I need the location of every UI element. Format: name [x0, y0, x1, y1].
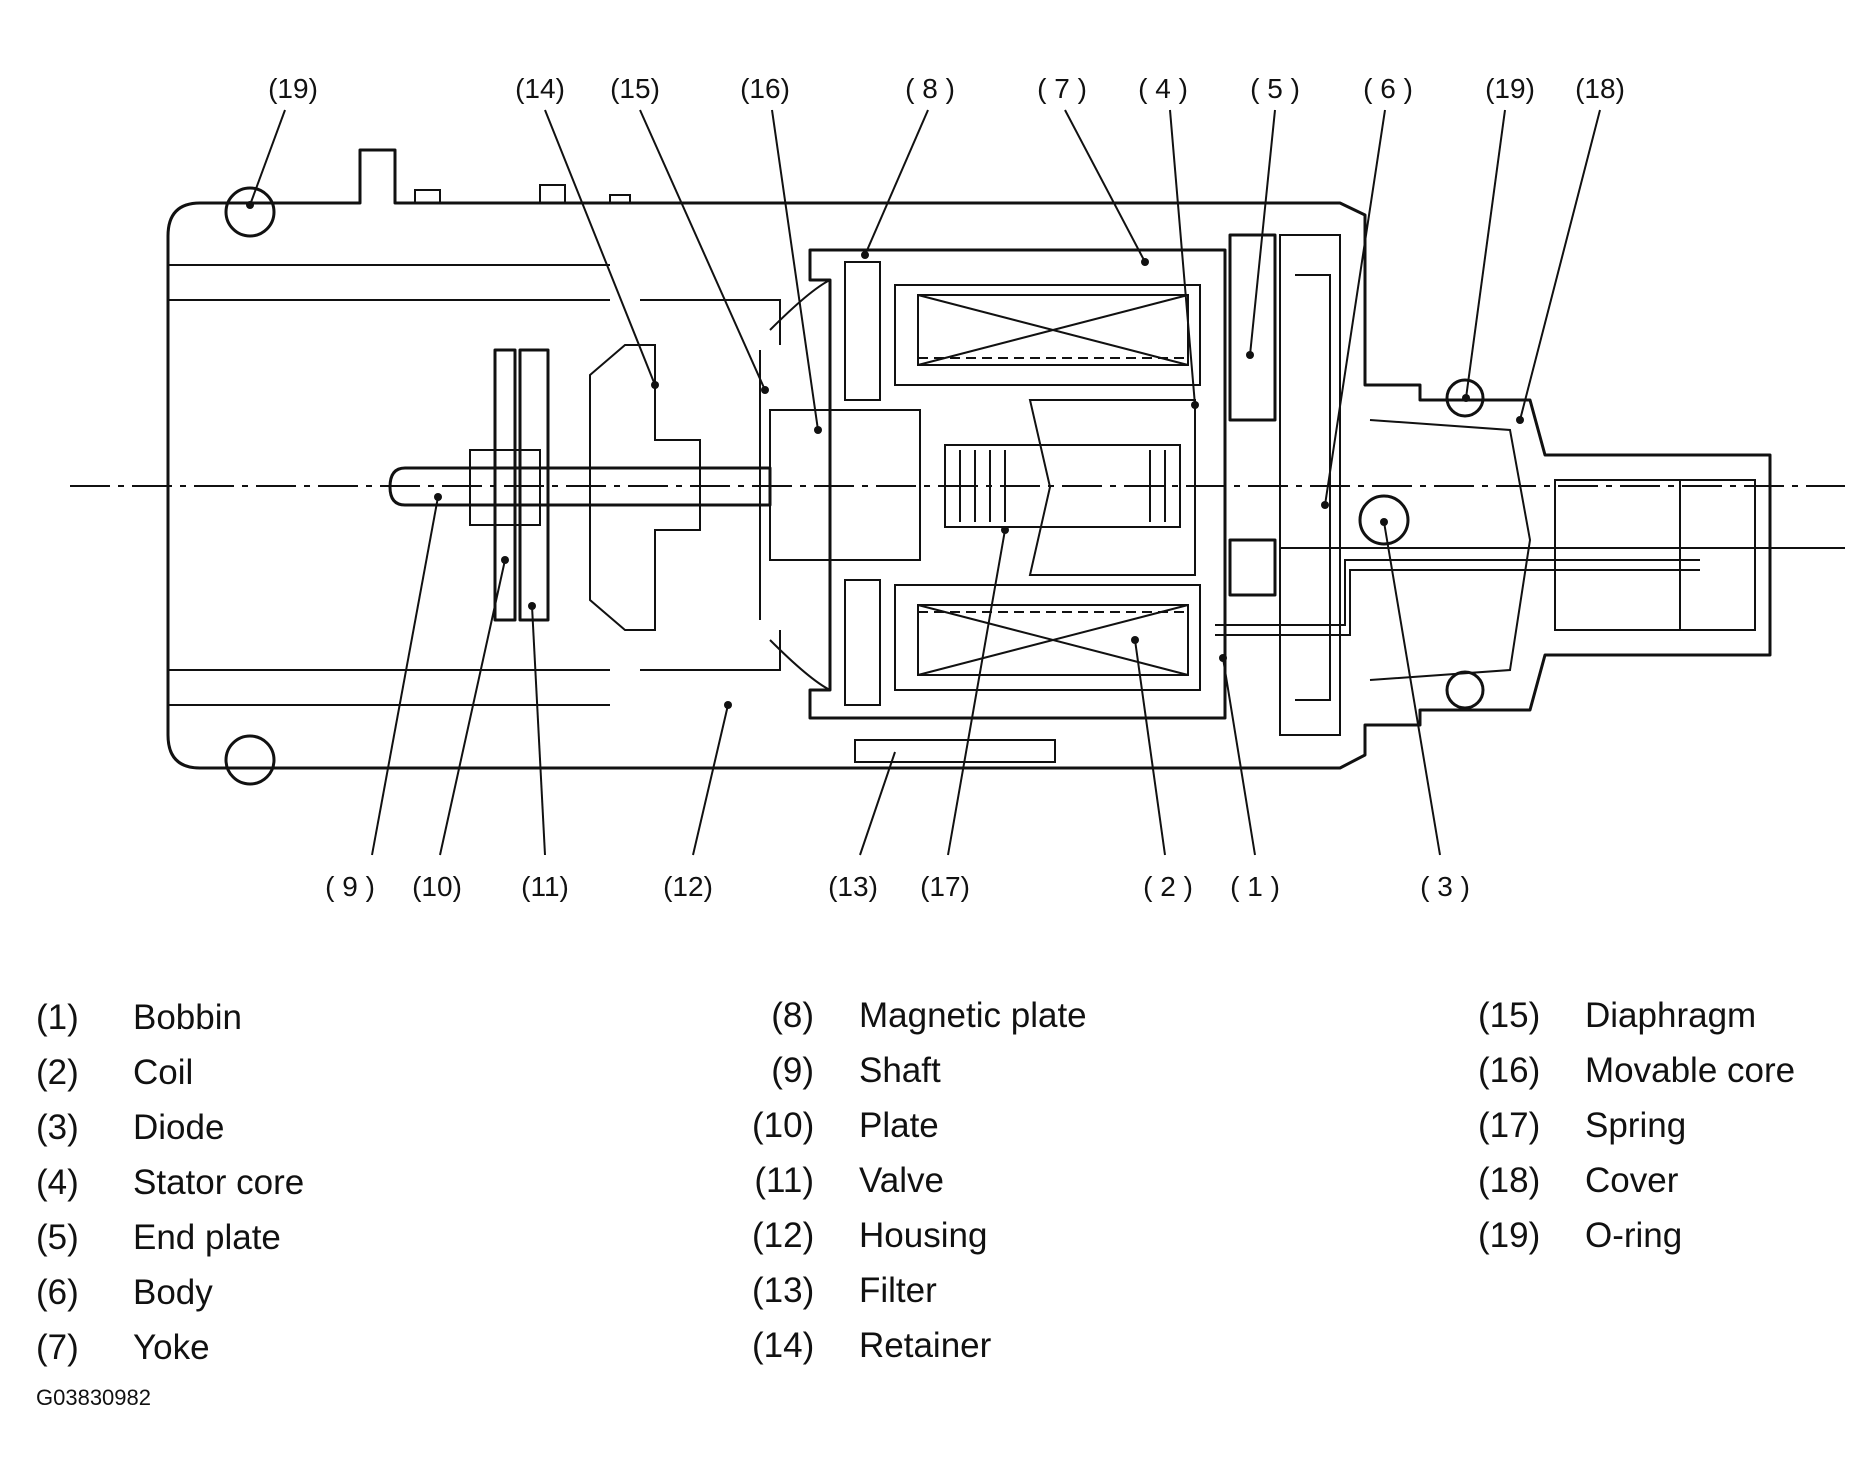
legend-number: (7)	[36, 1328, 79, 1367]
legend-number: (9)	[771, 1051, 814, 1090]
callout-14: (14)	[515, 73, 565, 104]
legend-label: Magnetic plate	[859, 996, 1087, 1035]
o-ring-bottom-left	[224, 734, 276, 786]
legend-label: Shaft	[859, 1051, 941, 1090]
o-ring-top-right	[1445, 378, 1485, 418]
legend-label: Stator core	[133, 1163, 305, 1202]
plate	[493, 348, 517, 622]
callout-19-right: (19)	[1485, 73, 1535, 104]
legend-label: End plate	[133, 1218, 281, 1257]
legend-label: Housing	[859, 1216, 988, 1255]
legend-label: Cover	[1585, 1161, 1679, 1200]
yoke-outline	[808, 248, 1227, 720]
coil-top	[917, 294, 1189, 366]
legend-label: Plate	[859, 1106, 939, 1145]
magnetic-plate	[844, 261, 881, 706]
callout-17: (17)	[920, 871, 970, 902]
legend-label: Filter	[859, 1271, 937, 1310]
legend-number: (13)	[752, 1271, 815, 1310]
legend-number: (10)	[752, 1106, 815, 1145]
legend-label: Diaphragm	[1585, 996, 1757, 1035]
leader-lines	[249, 109, 1601, 856]
leader-dots	[246, 201, 1524, 709]
callout-10: (10)	[412, 871, 462, 902]
stator-core	[1028, 399, 1196, 576]
callout-18: (18)	[1575, 73, 1625, 104]
legend-number: (1)	[36, 998, 79, 1037]
terminal	[1215, 559, 1700, 636]
shaft-collar	[469, 449, 541, 526]
spring-plug	[944, 444, 1181, 528]
legend-number: (16)	[1478, 1051, 1541, 1090]
legend-number: (5)	[36, 1218, 79, 1257]
legend-number: (6)	[36, 1273, 79, 1312]
o-ring-bottom-right	[1445, 670, 1485, 710]
end-plate-top	[1228, 233, 1277, 422]
legend-label: O-ring	[1585, 1216, 1683, 1255]
legend-label: Yoke	[133, 1328, 210, 1367]
legend-number: (8)	[771, 996, 814, 1035]
legend-label: Spring	[1585, 1106, 1687, 1145]
movable-core	[769, 409, 921, 561]
callout-5: ( 5 )	[1250, 73, 1300, 104]
legend-number: (11)	[754, 1161, 814, 1200]
housing-grooves	[414, 184, 631, 203]
diode	[1358, 494, 1410, 546]
shaft	[388, 466, 772, 507]
callout-4: ( 4 )	[1138, 73, 1188, 104]
housing-inner-wall	[640, 299, 781, 671]
retainer	[589, 344, 701, 631]
diaphragm	[759, 279, 831, 691]
callout-2: ( 2 )	[1143, 871, 1193, 902]
callout-8: ( 8 )	[905, 73, 955, 104]
bobbin	[894, 284, 1201, 691]
legend-number: (14)	[752, 1326, 815, 1365]
callout-9: ( 9 )	[325, 871, 375, 902]
legend-number: (15)	[1478, 996, 1541, 1035]
figure-code: G03830982	[36, 1385, 151, 1410]
callout-6: ( 6 )	[1363, 73, 1413, 104]
callout-19-left: (19)	[268, 73, 318, 104]
end-plate-bottom	[1228, 538, 1277, 597]
callout-11: (11)	[521, 871, 569, 902]
solenoid-cross-section-diagram: (19) (14) (15) (16) ( 8 ) ( 7 ) ( 4 ) ( …	[70, 73, 1845, 902]
cover-inner	[1554, 479, 1756, 631]
legend-label: Coil	[133, 1053, 194, 1092]
legend-number: (17)	[1478, 1106, 1541, 1145]
spring	[959, 450, 1166, 522]
legend-number: (3)	[36, 1108, 79, 1147]
callout-1: ( 1 )	[1230, 871, 1280, 902]
legend-label: Movable core	[1585, 1051, 1796, 1090]
legend-label: Bobbin	[133, 998, 242, 1037]
legend-number: (18)	[1478, 1161, 1541, 1200]
o-ring-top-left	[224, 186, 276, 238]
valve	[518, 348, 550, 622]
legend-label: Retainer	[859, 1326, 992, 1365]
legend-label: Body	[133, 1273, 213, 1312]
cover-taper	[1369, 419, 1532, 681]
callout-7: ( 7 )	[1037, 73, 1087, 104]
coil-bottom	[917, 604, 1189, 676]
legend-label: Valve	[859, 1161, 944, 1200]
legend-label: Diode	[133, 1108, 225, 1147]
callout-12: (12)	[663, 871, 713, 902]
legend-number: (2)	[36, 1053, 79, 1092]
callout-3: ( 3 )	[1420, 871, 1470, 902]
body	[1279, 234, 1341, 736]
callout-13: (13)	[828, 871, 878, 902]
filter-band	[854, 739, 1056, 763]
callout-16: (16)	[740, 73, 790, 104]
legend-number: (4)	[36, 1163, 79, 1202]
housing-outline	[166, 148, 1772, 770]
callout-15: (15)	[610, 73, 660, 104]
legend-number: (12)	[752, 1216, 815, 1255]
legend-number: (19)	[1478, 1216, 1541, 1255]
